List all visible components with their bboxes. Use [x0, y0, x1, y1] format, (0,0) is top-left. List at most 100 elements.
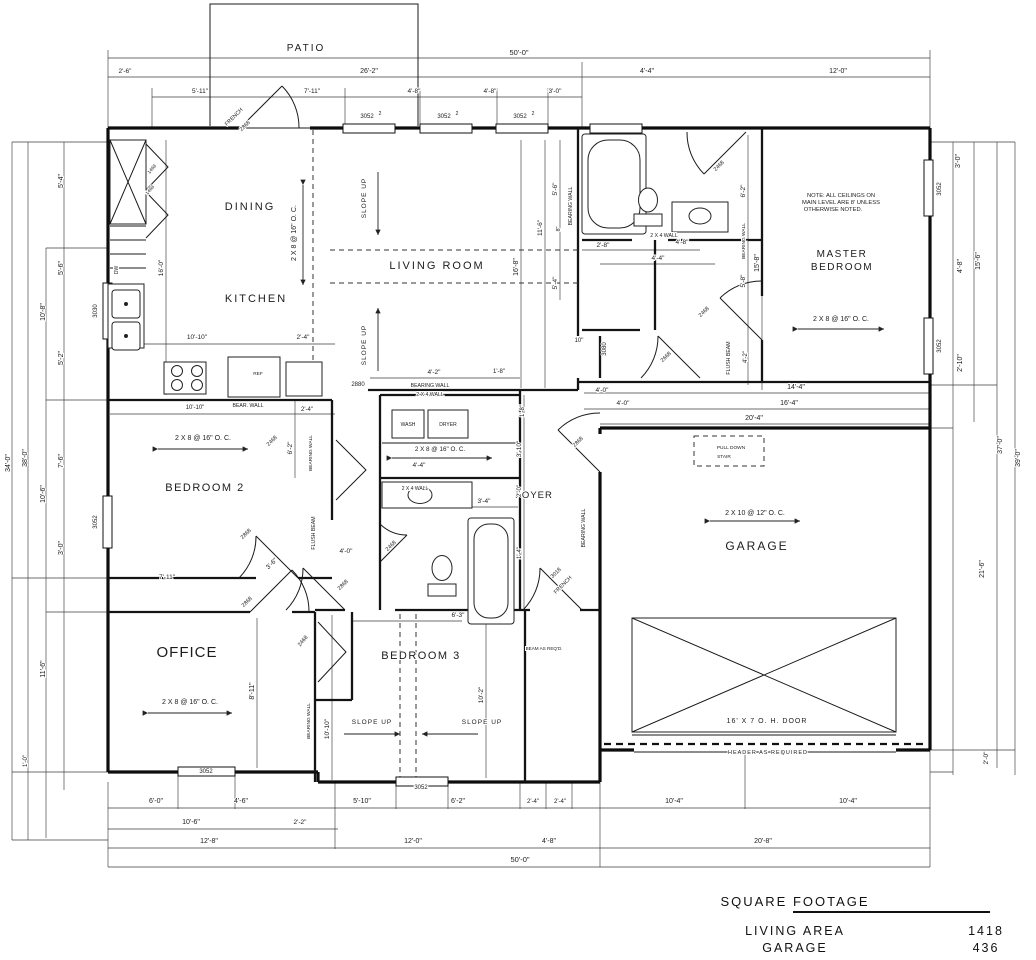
door-swing-office [249, 569, 310, 613]
dimension-label: 4'-4" [413, 462, 427, 469]
wall-tag: BEARING WALL [411, 383, 450, 389]
door-tag: 3018 [550, 567, 563, 580]
door-swing-master-bedroom [719, 280, 763, 341]
fixture-tag: REF [253, 371, 263, 377]
door-tag: 2468 [698, 306, 711, 319]
room-label-foyer: FOYER [515, 490, 553, 501]
dimension-label: 2'-0" [983, 751, 990, 765]
door-tag: 2468 [297, 635, 309, 648]
door-swing-master-bath [686, 131, 747, 175]
dimension-label: 50'-0" [509, 48, 528, 57]
dimension-label: 6'-2" [451, 798, 465, 805]
wall-tag: 2 X 4 WALL [416, 392, 444, 398]
dimension-label: 39'-0" [1015, 449, 1022, 467]
dimension-label: 10'-4" [839, 798, 857, 805]
dimension-label: 4'-8" [484, 88, 498, 95]
dimension-label: 4'-8" [957, 259, 964, 273]
door-tag: 2880 [351, 382, 365, 388]
garage-area-value: 436 [973, 941, 1000, 955]
door-tag: 2868 [240, 528, 253, 541]
dimension-label: 3'-0" [58, 541, 65, 555]
dimension-label: 10'-6" [182, 819, 200, 826]
window-tag: 3052 [937, 339, 943, 353]
dimension-label: 10'-6" [40, 485, 47, 503]
note-line: NOTE: ALL CEILINGS ON [807, 193, 875, 199]
dimension-label: 4'-8" [408, 88, 422, 95]
dimension-label: 4'-2" [743, 351, 749, 363]
dimension-label: 8'-11" [249, 682, 256, 700]
wall-tag: BEARING WALL [741, 223, 747, 259]
dimension-label: 2'-8" [597, 242, 611, 249]
garage-door-symbol [631, 617, 897, 736]
dimension-label: 16'-4" [780, 400, 798, 407]
dimension-label: 38'-0" [22, 449, 29, 467]
joist-spec-label: 2 X 8 @ 16" O. C. [813, 316, 869, 323]
note-line: MAIN LEVEL ARE 8' UNLESS [802, 200, 880, 206]
dimension-label: 6'-2" [740, 184, 747, 198]
window-tag: 3052 [513, 114, 527, 120]
joist-spec-label: 2 X 8 @ 16" O. C. [175, 435, 231, 442]
cabinet-symbol [285, 361, 323, 397]
dimension-label: 2'-2" [294, 819, 308, 826]
door-swing-bedroom-3 [285, 567, 346, 611]
dimension-label: 2'-4" [527, 799, 539, 805]
dimension-label: 5'-4" [552, 276, 559, 290]
doors-layer [145, 85, 763, 683]
window-tag: 3052 [414, 785, 428, 791]
dimension-label: 6'-2" [287, 441, 294, 455]
dimension-label: 10'-10" [324, 718, 331, 739]
window-tag: 3052 [437, 114, 451, 120]
dimension-label: 6'-3" [452, 612, 466, 619]
dimension-label: 10" [575, 338, 584, 344]
door-tag: FRENCH [553, 575, 573, 595]
door-tag: 2868 [572, 436, 585, 449]
dimension-label: 34'-0" [5, 454, 12, 472]
fixture-tag: PULL DOWN [717, 445, 746, 451]
toilet-tank-symbol [427, 583, 457, 597]
dimension-label: 1'-8" [520, 405, 526, 417]
window-tag: 3052 [937, 182, 943, 196]
dimension-label: 10'-2" [478, 686, 485, 703]
dimension-label: 20'-8" [754, 838, 772, 845]
window-tag: 2 [532, 111, 535, 117]
window-symbol [419, 123, 473, 134]
wall-tag: FLUSH BEAM [726, 341, 732, 374]
window-symbol [589, 123, 643, 134]
window-symbol [102, 495, 113, 549]
window-symbol [342, 123, 396, 134]
door-tag: FRENCH [224, 107, 244, 127]
garage-area-label: GARAGE [762, 941, 828, 955]
dimension-label: 12'-8" [200, 838, 218, 845]
door-swing-patio-french [239, 85, 300, 129]
dimension-label: 10'-10" [186, 405, 205, 411]
dimension-label: 50'-0" [510, 855, 529, 864]
dashed-lines-layer [312, 130, 926, 778]
toilet-symbol [431, 555, 453, 581]
dimension-label: 1'-0" [23, 755, 29, 767]
joist-spec-label: 2 X 8 @ 16" O. C. [291, 205, 298, 261]
dimension-label: 4'-4" [640, 68, 654, 75]
door-tag: 2868 [239, 120, 252, 133]
living-area-label: LIVING AREA [745, 924, 845, 938]
fixture-tag: STAIR [717, 454, 731, 460]
wall-tag: 2 X 4 WALL [650, 233, 678, 239]
room-label-living-room: LIVING ROOM [389, 260, 484, 272]
wall-tag: BEAM AS REQ'D. [526, 646, 563, 651]
room-label-master-bedroom: BEDROOM [811, 262, 873, 273]
square-footage-title: SQUARE FOOTAGE [720, 894, 869, 909]
door-swing-entry-french [522, 567, 583, 611]
dimension-label: 11'-6" [40, 660, 47, 678]
dimension-label: 16'-0" [158, 259, 165, 276]
dimension-label: 8" [556, 226, 562, 231]
wall-tag: BEARING WALL [568, 187, 574, 226]
dimension-label: 12'-0" [404, 838, 422, 845]
dimension-label: 20'-4" [745, 415, 763, 422]
dimension-label: 21'-6" [979, 560, 986, 578]
fixture-tag: 16' X 7 O. H. DOOR [727, 718, 808, 725]
window-tag: 2 [456, 111, 459, 117]
dimension-label: 37'-0" [997, 436, 1004, 454]
dryer-symbol [427, 409, 469, 439]
wall-tag: BEARING WALL [308, 435, 314, 471]
